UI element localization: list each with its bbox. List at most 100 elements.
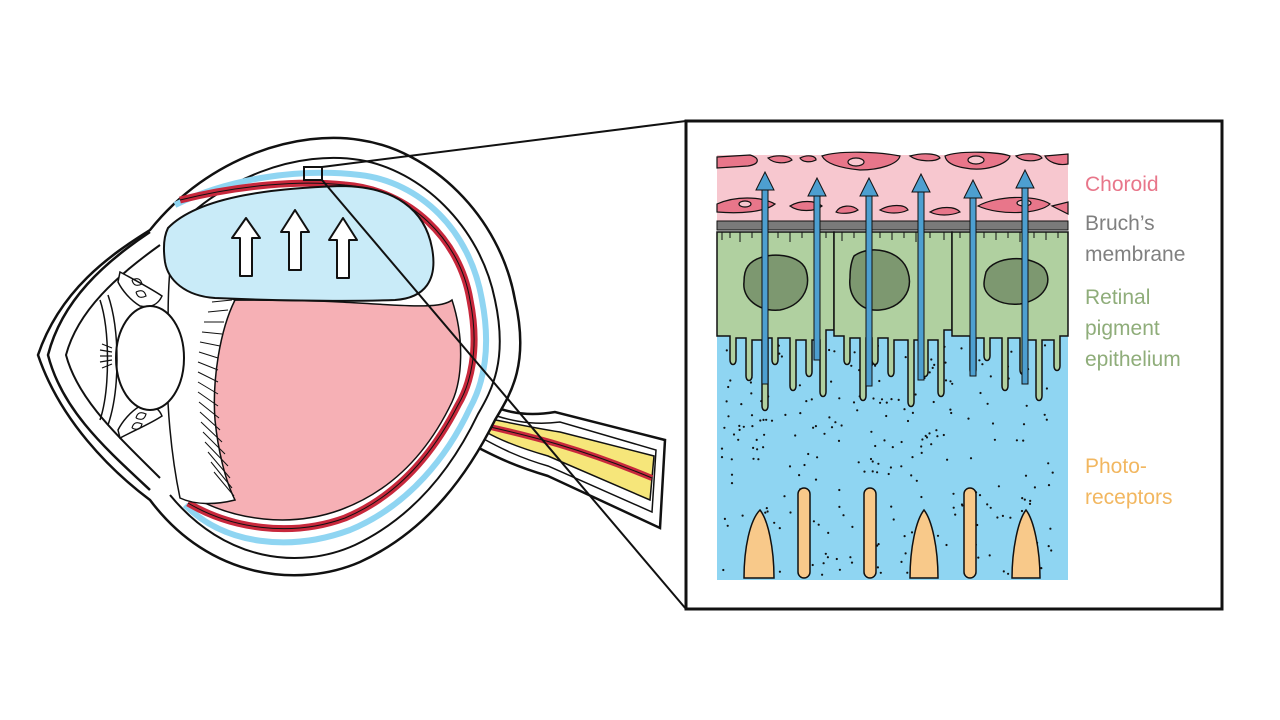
fluid-dot bbox=[730, 482, 734, 485]
fluid-dot bbox=[903, 408, 906, 411]
fluid-dot bbox=[954, 513, 957, 516]
fluid-dot bbox=[879, 401, 882, 404]
fluid-dot bbox=[1025, 404, 1028, 407]
zoom-line-bottom bbox=[321, 179, 687, 610]
fluid-dot bbox=[811, 563, 814, 567]
fluid-dot bbox=[784, 413, 787, 416]
fluid-dot bbox=[762, 446, 765, 449]
fluid-dot bbox=[765, 418, 768, 421]
fluid-dot bbox=[1049, 527, 1052, 530]
fluid-dot bbox=[799, 412, 802, 415]
fluid-dot bbox=[930, 358, 933, 361]
fluid-dot bbox=[1028, 502, 1032, 505]
fluid-dot bbox=[988, 554, 991, 557]
fluid-dot bbox=[752, 457, 755, 460]
fluid-dot bbox=[1022, 439, 1025, 442]
blue-up-arrow-icon bbox=[807, 176, 827, 361]
fluid-dot bbox=[840, 424, 843, 427]
fluid-dot bbox=[741, 514, 744, 517]
fluid-dot bbox=[723, 426, 726, 429]
fluid-dot bbox=[1047, 545, 1050, 548]
fluid-dot bbox=[821, 573, 824, 576]
fluid-dot bbox=[789, 511, 792, 514]
fluid-dot bbox=[910, 474, 913, 477]
fluid-dot bbox=[950, 411, 953, 415]
fluid-dot bbox=[986, 402, 989, 405]
fluid-dot bbox=[1007, 572, 1010, 575]
fluid-dot bbox=[1009, 516, 1012, 519]
choroid-band bbox=[173, 169, 490, 546]
fluid-dot bbox=[932, 400, 935, 404]
fluid-dot bbox=[1043, 413, 1046, 416]
fluid-dot bbox=[949, 408, 952, 411]
fluid-dot bbox=[872, 397, 875, 400]
fluid-dot bbox=[730, 458, 733, 461]
fluid-dot bbox=[1002, 570, 1005, 573]
fluid-dot bbox=[723, 517, 727, 521]
fluid-dot bbox=[766, 510, 769, 513]
fluid-dot bbox=[877, 462, 880, 465]
magnified-retina-section bbox=[716, 151, 1069, 580]
fluid-dot bbox=[906, 571, 909, 574]
eye-cross-section bbox=[36, 136, 667, 577]
fluid-dot bbox=[807, 452, 810, 456]
rpe-nucleus bbox=[849, 249, 911, 311]
up-arrow-icon bbox=[231, 217, 261, 277]
fluid-dot bbox=[989, 375, 992, 378]
fluid-dot bbox=[978, 359, 981, 362]
fluid-dot bbox=[1043, 344, 1047, 347]
fluid-dot bbox=[877, 543, 880, 546]
fluid-dot bbox=[755, 438, 758, 441]
fluid-dot bbox=[880, 398, 884, 401]
fluid-dot bbox=[960, 503, 964, 506]
fluid-dot bbox=[887, 472, 890, 476]
blue-up-arrow-icon bbox=[755, 170, 775, 385]
fluid-dot bbox=[889, 466, 893, 469]
fluid-dot bbox=[759, 419, 762, 422]
fluid-dot bbox=[730, 473, 734, 476]
fluid-dot bbox=[1033, 486, 1036, 489]
fluid-dot bbox=[856, 409, 859, 412]
fluid-dot bbox=[830, 380, 833, 383]
zonule-fibers bbox=[197, 299, 235, 497]
fluid-dot bbox=[805, 400, 808, 403]
fluid-dot bbox=[1029, 499, 1032, 502]
fluid-dot bbox=[911, 411, 915, 414]
fluid-dot bbox=[885, 401, 888, 404]
fluid-dot bbox=[764, 511, 767, 514]
fluid-dot bbox=[725, 400, 728, 403]
fluid-dot bbox=[920, 451, 923, 454]
fluid-dot bbox=[851, 525, 854, 529]
fluid-dot bbox=[849, 556, 852, 559]
fluid-dot bbox=[925, 436, 929, 439]
label-rpe-line1: Retinal bbox=[1085, 286, 1150, 309]
fluid-dot bbox=[979, 391, 982, 395]
fluid-dot bbox=[890, 505, 893, 508]
fluid-dot bbox=[765, 507, 768, 510]
fluid-dot bbox=[1051, 471, 1054, 474]
fluid-dot bbox=[874, 444, 877, 448]
fluid-dot bbox=[773, 521, 776, 524]
fluid-dot bbox=[817, 523, 820, 526]
fluid-dot bbox=[783, 495, 786, 498]
fluid-dot bbox=[835, 557, 838, 561]
fluid-dot bbox=[1001, 514, 1005, 518]
cone bbox=[1011, 508, 1041, 579]
fluid-dot bbox=[824, 552, 827, 555]
fluid-dot bbox=[900, 465, 903, 468]
fluid-dot bbox=[727, 415, 730, 418]
fluid-dot bbox=[942, 433, 945, 437]
fluid-dot bbox=[740, 403, 743, 406]
fluid-dot bbox=[737, 438, 740, 441]
lens bbox=[115, 305, 185, 411]
fluid-dot bbox=[883, 439, 886, 442]
fluid-dot bbox=[924, 434, 927, 437]
label-photo-line1: Photo- bbox=[1085, 455, 1147, 478]
fluid-dot bbox=[960, 347, 963, 350]
fluid-dot bbox=[977, 556, 980, 559]
fluid-dot bbox=[904, 552, 907, 555]
fluid-dot bbox=[732, 433, 736, 436]
fluid-dot bbox=[850, 561, 854, 564]
fluid-dot bbox=[803, 463, 806, 467]
